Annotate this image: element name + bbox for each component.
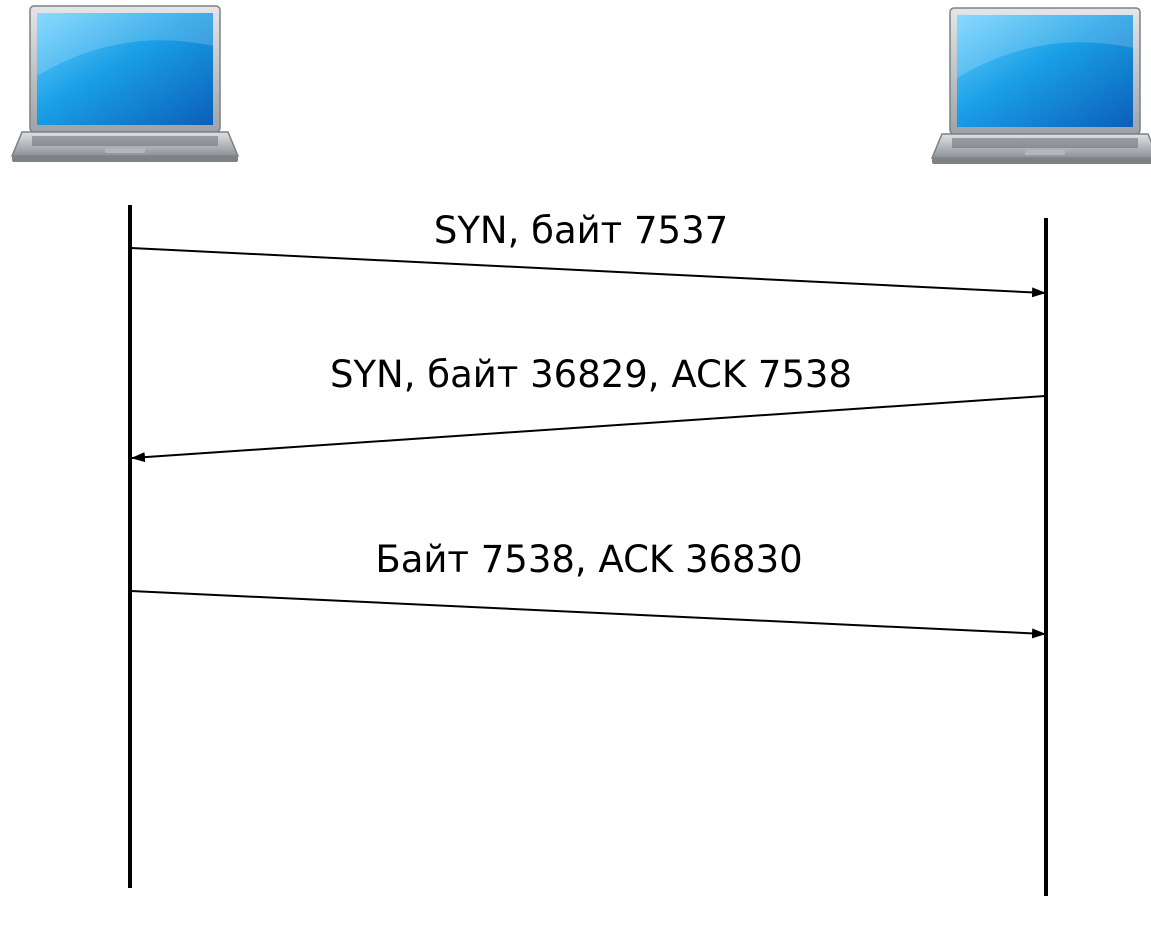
message-arrow: [131, 395, 1046, 463]
message-label: SYN, байт 36829, ACK 7538: [330, 353, 852, 396]
laptop-icon: [930, 7, 1151, 164]
message-arrow: [130, 590, 1046, 639]
message-arrow: [130, 247, 1046, 298]
message-label: Байт 7538, ACK 36830: [375, 538, 802, 581]
laptop-icon: [10, 5, 240, 162]
message-label: SYN, байт 7537: [434, 209, 728, 252]
